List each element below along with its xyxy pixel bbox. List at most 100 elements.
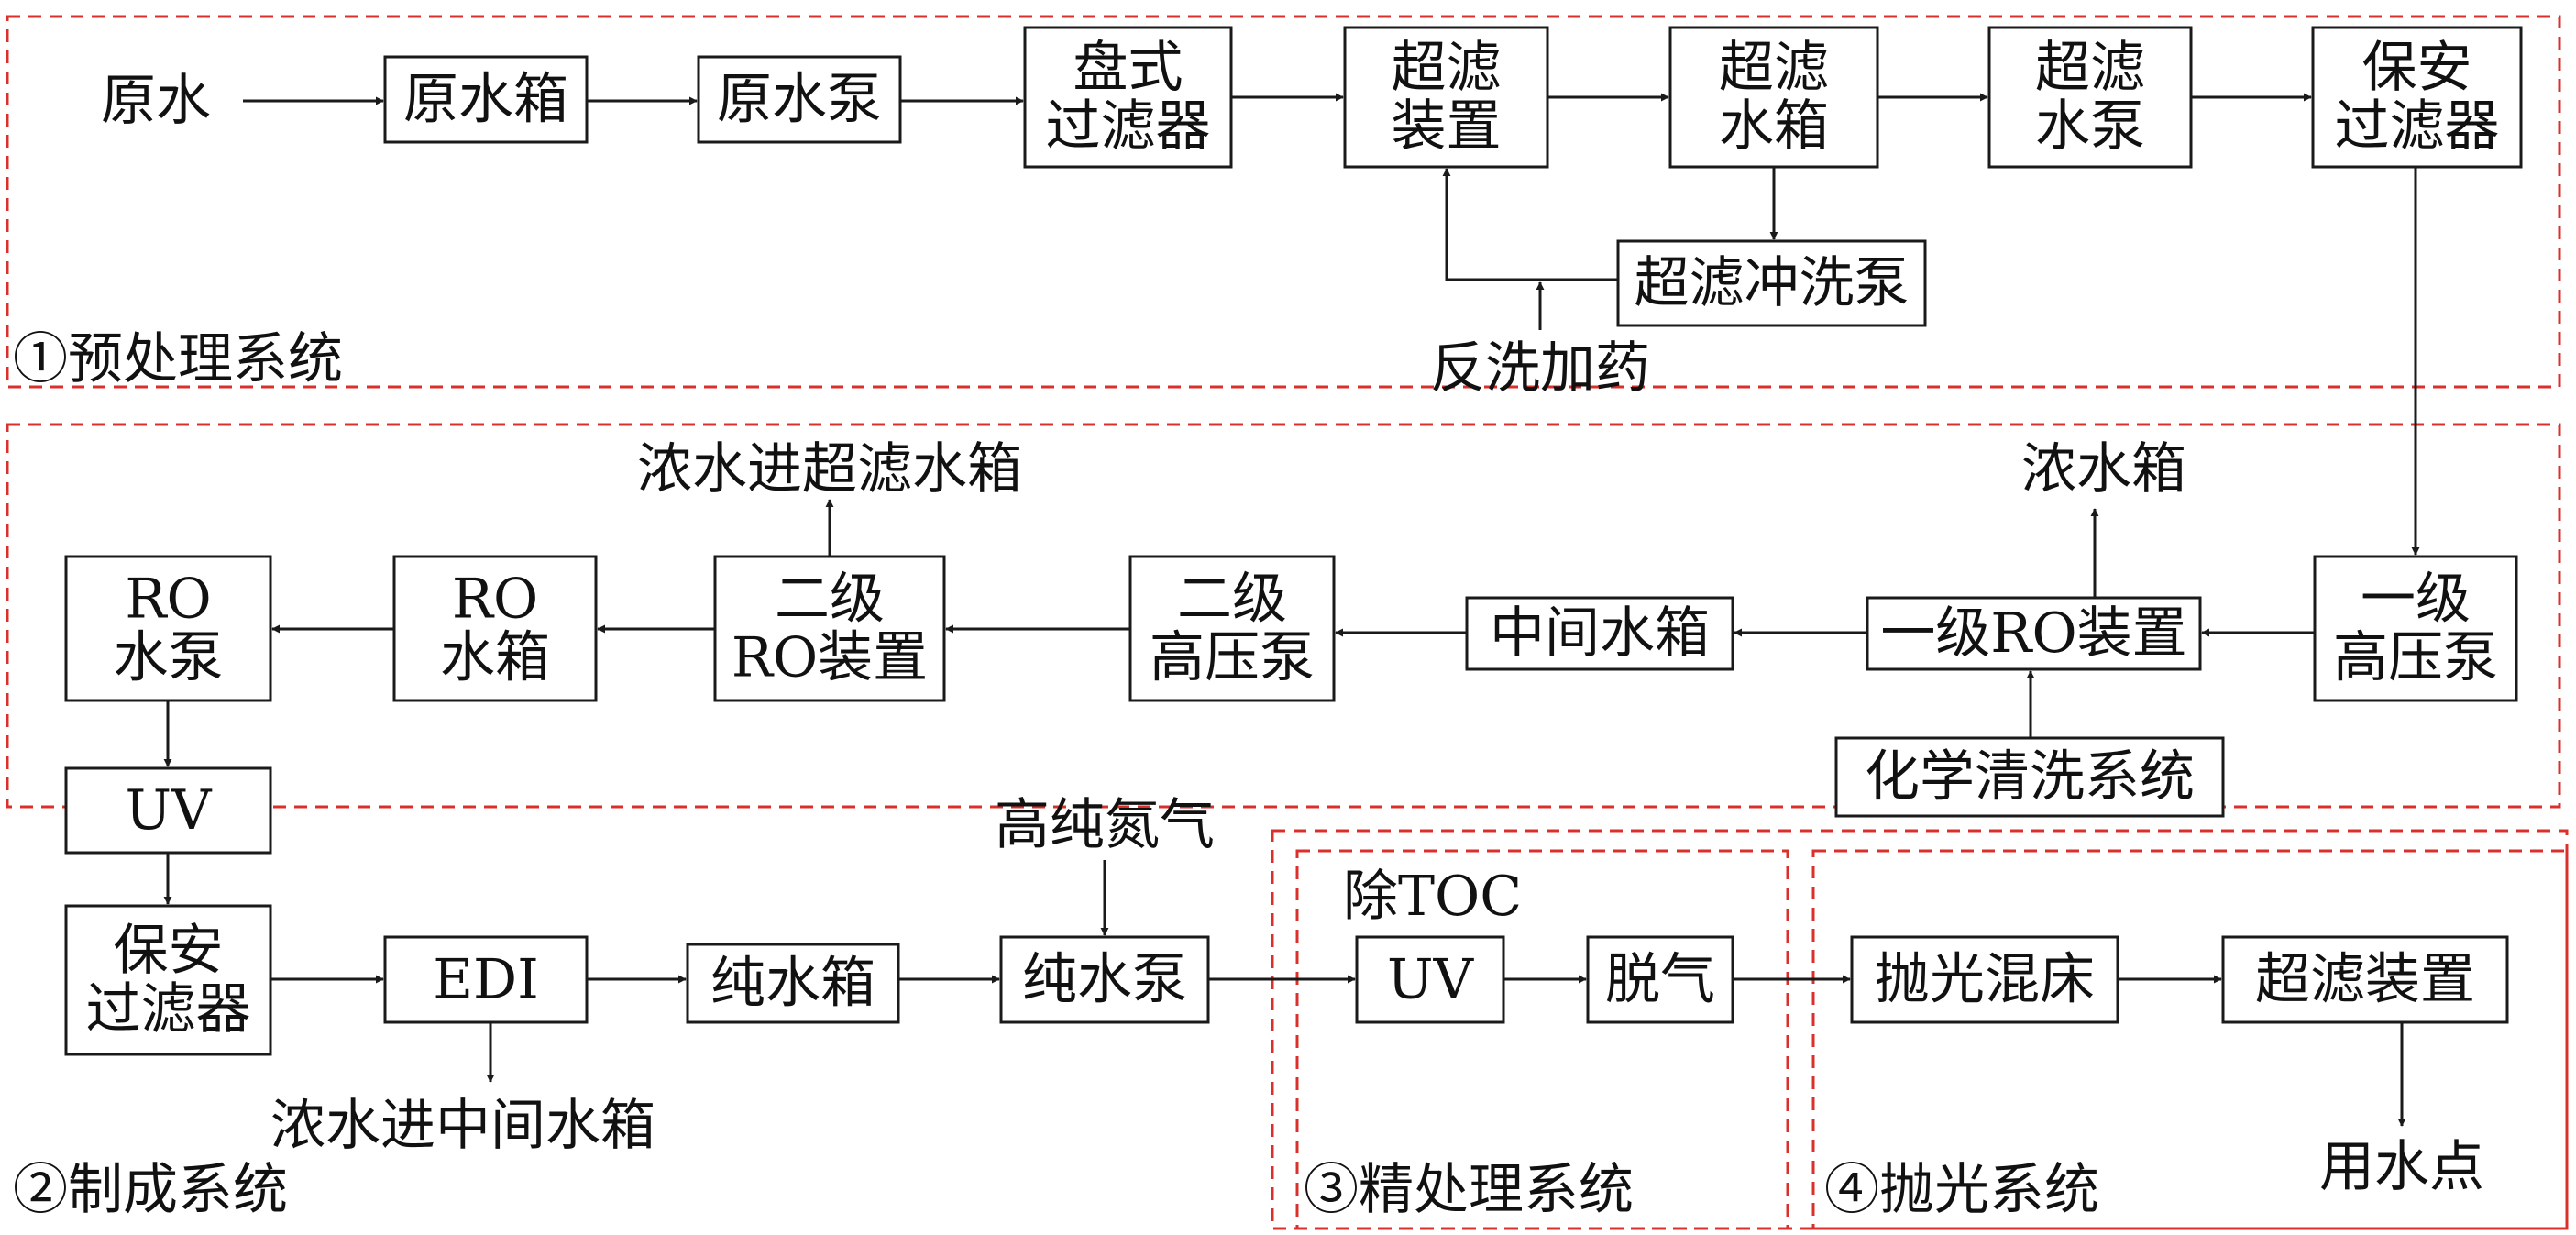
raw-water-pump-box bbox=[697, 55, 902, 144]
raw-water-label: 原水 bbox=[101, 69, 211, 133]
uf-water-pump-box bbox=[1987, 26, 2193, 169]
uv-1: UV bbox=[64, 766, 272, 855]
uv-1-box bbox=[64, 766, 272, 855]
raw-water-pump-label: 原水泵 bbox=[717, 68, 882, 132]
hp-pump-1-box bbox=[2313, 555, 2518, 702]
raw-water-pump: 原水泵 bbox=[697, 55, 902, 144]
section-polishing-title: ④抛光系统 bbox=[1824, 1158, 2099, 1222]
uf-device: 超滤装置 bbox=[1343, 26, 1549, 169]
uv-2-label: UV bbox=[1387, 948, 1475, 1012]
uf-device-2-box bbox=[2221, 935, 2509, 1024]
uf-water-tank-label-2: 水箱 bbox=[1719, 94, 1829, 159]
region-refinement bbox=[1295, 849, 1789, 1230]
uf-device-box bbox=[1343, 26, 1549, 169]
intermediate-tank-label: 中间水箱 bbox=[1490, 601, 1710, 666]
chemical-cleaning-system-box bbox=[1834, 736, 2225, 818]
safety-filter-2-label-1: 保安 bbox=[114, 919, 224, 983]
degassing-unit-label: 脱气 bbox=[1605, 948, 1715, 1012]
ro-water-tank-label-2: 水箱 bbox=[440, 626, 550, 690]
polishing-mixed-bed-box bbox=[1850, 935, 2119, 1024]
edge-flush-to-uf bbox=[1442, 168, 1618, 281]
uf-water-tank-box bbox=[1668, 26, 1879, 169]
uf-water-tank-label-1: 超滤 bbox=[1719, 36, 1829, 100]
intermediate-tank: 中间水箱 bbox=[1465, 596, 1734, 671]
hp-pump-2-box bbox=[1128, 555, 1336, 702]
edi-unit-label: EDI bbox=[433, 948, 539, 1012]
toc-removal-label: 除TOC bbox=[1343, 865, 1522, 929]
region-refinement-polish-outer bbox=[1271, 829, 2569, 1230]
pure-water-tank: 纯水箱 bbox=[686, 943, 900, 1024]
ro-water-pump-box bbox=[64, 555, 272, 702]
raw-water-tank-box bbox=[383, 55, 589, 144]
ro-water-tank-label-1: RO bbox=[452, 568, 538, 632]
ro-stage-2-label-1: 二级 bbox=[775, 568, 885, 632]
degassing-unit: 脱气 bbox=[1586, 935, 1734, 1024]
safety-filter-2-label-2: 过滤器 bbox=[86, 977, 251, 1042]
uv-1-label: UV bbox=[126, 778, 214, 843]
chemical-cleaning-system: 化学清洗系统 bbox=[1834, 736, 2225, 818]
backwash-dosing-label: 反洗加药 bbox=[1430, 336, 1650, 401]
raw-water-tank: 原水箱 bbox=[383, 55, 589, 144]
water-use-point-label: 用水点 bbox=[2319, 1135, 2484, 1199]
ro-water-tank-box bbox=[392, 555, 598, 702]
uv-2-box bbox=[1355, 935, 1505, 1024]
chemical-cleaning-system-label: 化学清洗系统 bbox=[1865, 745, 2195, 810]
safety-filter-1-label-2: 过滤器 bbox=[2335, 94, 2500, 159]
edi-unit-box bbox=[383, 935, 589, 1024]
safety-filter-1-box bbox=[2311, 26, 2523, 169]
uf-flush-pump-label: 超滤冲洗泵 bbox=[1635, 251, 1910, 315]
hp-pump-2-label-2: 高压泵 bbox=[1150, 626, 1315, 690]
disc-filter-box bbox=[1023, 26, 1233, 169]
pure-water-pump: 纯水泵 bbox=[999, 935, 1210, 1024]
uf-water-pump-label-2: 水泵 bbox=[2035, 94, 2145, 159]
uf-flush-pump-box bbox=[1616, 239, 1927, 327]
ro-stage-1-box bbox=[1866, 596, 2202, 671]
concentrate-to-uf-tank-label: 浓水进超滤水箱 bbox=[637, 437, 1022, 502]
pure-water-pump-box bbox=[999, 935, 1210, 1024]
uf-water-pump-label-1: 超滤 bbox=[2035, 36, 2145, 100]
ro-stage-1: 一级RO装置 bbox=[1866, 596, 2202, 671]
polishing-mixed-bed-label: 抛光混床 bbox=[1875, 948, 2095, 1012]
section-refinement-title: ③精处理系统 bbox=[1304, 1158, 1634, 1222]
degassing-unit-box bbox=[1586, 935, 1734, 1024]
ro-water-pump-label-1: RO bbox=[125, 568, 211, 632]
hp-pump-1-label-2: 高压泵 bbox=[2333, 626, 2498, 690]
uf-water-tank: 超滤水箱 bbox=[1668, 26, 1879, 169]
uf-device-2: 超滤装置 bbox=[2221, 935, 2509, 1024]
region-production bbox=[6, 423, 2561, 809]
disc-filter-label-1: 盘式 bbox=[1073, 36, 1183, 100]
uf-device-label-1: 超滤 bbox=[1392, 36, 1502, 100]
section-production-title: ②制成系统 bbox=[13, 1158, 288, 1222]
edi-unit: EDI bbox=[383, 935, 589, 1024]
ro-water-pump-label-2: 水泵 bbox=[114, 626, 224, 690]
uv-2: UV bbox=[1355, 935, 1505, 1024]
pure-water-tank-label: 纯水箱 bbox=[710, 952, 875, 1016]
ro-stage-1-label: 一级RO装置 bbox=[1880, 601, 2186, 666]
high-purity-nitrogen-label: 高纯氮气 bbox=[995, 793, 1215, 857]
polishing-mixed-bed: 抛光混床 bbox=[1850, 935, 2119, 1024]
safety-filter-2-box bbox=[64, 904, 272, 1056]
uf-flush-pump: 超滤冲洗泵 bbox=[1616, 239, 1927, 327]
intermediate-tank-box bbox=[1465, 596, 1734, 671]
pure-water-pump-label: 纯水泵 bbox=[1022, 948, 1187, 1012]
uf-device-label-2: 装置 bbox=[1392, 94, 1502, 159]
hp-pump-1-label-1: 一级 bbox=[2361, 568, 2471, 632]
hp-pump-2-label-1: 二级 bbox=[1177, 568, 1287, 632]
section-pretreatment-title: ①预处理系统 bbox=[13, 327, 343, 391]
safety-filter-1-label-1: 保安 bbox=[2362, 36, 2472, 100]
uf-device-2-label: 超滤装置 bbox=[2255, 948, 2475, 1012]
region-pretreatment bbox=[6, 15, 2561, 389]
concentrate-to-intermediate-tank-label: 浓水进中间水箱 bbox=[270, 1094, 655, 1158]
ro-stage-2-box bbox=[713, 555, 946, 702]
raw-water-tank-label: 原水箱 bbox=[403, 68, 568, 132]
concentrate-tank-label: 浓水箱 bbox=[2021, 437, 2186, 502]
